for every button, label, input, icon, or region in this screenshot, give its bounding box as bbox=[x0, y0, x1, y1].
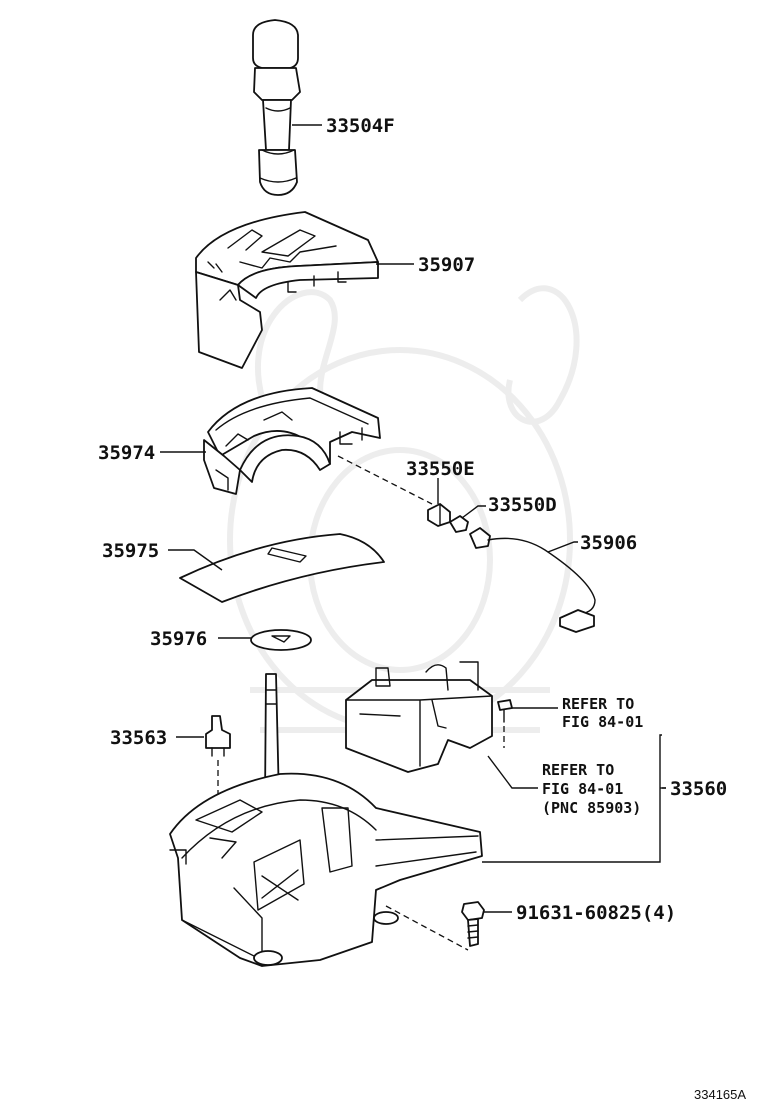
label-35906: 35906 bbox=[580, 532, 637, 554]
ref2-line1: REFER TO bbox=[542, 761, 614, 779]
label-35907: 35907 bbox=[418, 254, 475, 276]
shift-knob-33504F bbox=[252, 19, 301, 196]
label-33504F: 33504F bbox=[326, 115, 395, 137]
assembly-line-bulb bbox=[337, 455, 433, 505]
label-33550E: 33550E bbox=[406, 458, 475, 480]
screw-ref1 bbox=[497, 699, 513, 723]
washer-35976 bbox=[250, 629, 312, 651]
ref1-line2: FIG 84-01 bbox=[562, 713, 643, 731]
leader-35906 bbox=[547, 541, 578, 553]
assembly-line-bolt bbox=[385, 905, 469, 951]
leader-33550D bbox=[461, 505, 486, 519]
wire-harness-35906 bbox=[469, 527, 596, 633]
shift-lever-assy-33560 bbox=[169, 673, 483, 967]
slide-plate-35975 bbox=[179, 533, 385, 603]
ref2-line3: (PNC 85903) bbox=[542, 799, 641, 817]
label-35974: 35974 bbox=[98, 442, 155, 464]
label-35975: 35975 bbox=[102, 540, 159, 562]
label-33560: 33560 bbox=[670, 778, 727, 800]
figure-number: 334165A bbox=[694, 1087, 746, 1102]
leader-35975 bbox=[168, 549, 223, 571]
bulb-socket-33550E bbox=[427, 503, 451, 527]
leader-ref2 bbox=[487, 755, 538, 789]
indicator-cover-35907 bbox=[195, 211, 379, 369]
ref2-line2: FIG 84-01 bbox=[542, 780, 623, 798]
shift-lock-solenoid bbox=[345, 661, 493, 773]
ref1-line1: REFER TO bbox=[562, 695, 634, 713]
label-33550D: 33550D bbox=[488, 494, 557, 516]
label-33563: 33563 bbox=[110, 727, 167, 749]
label-91631: 91631-60825(4) bbox=[516, 902, 676, 924]
upper-housing-35974 bbox=[203, 387, 381, 495]
bolt-91631 bbox=[461, 901, 485, 947]
bulb-33550D bbox=[449, 515, 469, 533]
clip-33563 bbox=[205, 715, 231, 757]
label-35976: 35976 bbox=[150, 628, 207, 650]
